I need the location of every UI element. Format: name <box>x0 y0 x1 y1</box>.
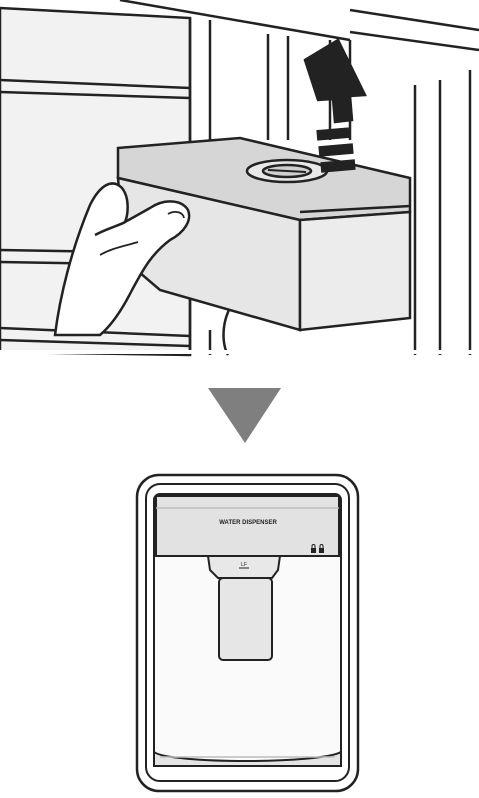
water-dispenser-illustration: WATER DISPENSER LF <box>137 475 358 791</box>
dispenser-label: WATER DISPENSER <box>219 520 277 526</box>
dispenser-lever <box>219 578 272 660</box>
down-triangle-arrow <box>208 388 281 443</box>
spout-mark: LF <box>241 562 247 568</box>
fridge-interior-illustration <box>0 0 479 355</box>
